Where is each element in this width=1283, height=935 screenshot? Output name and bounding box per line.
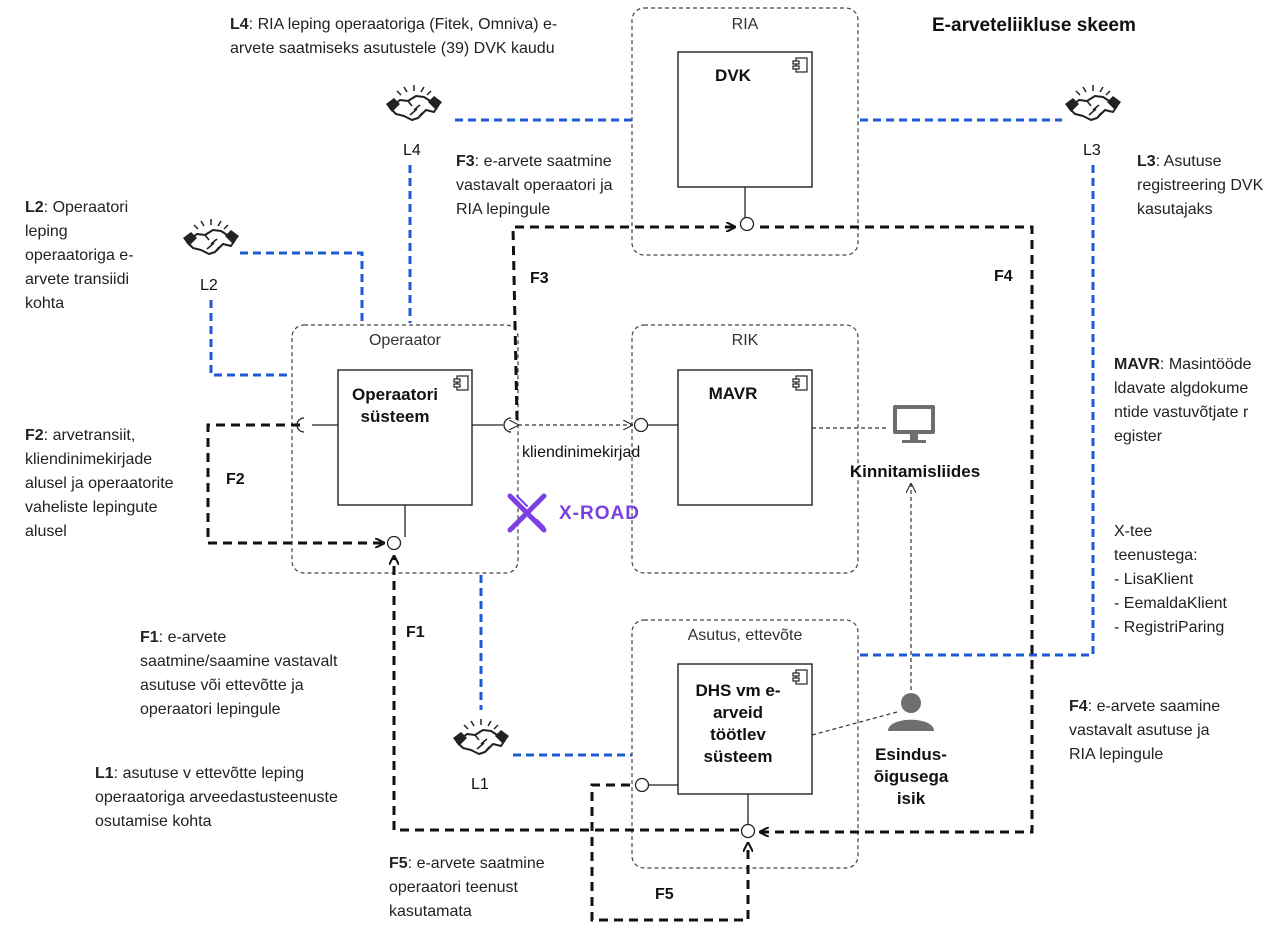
dvk-component: [677, 51, 813, 188]
kinnitamisliides-label: Kinnitamisliides: [849, 462, 981, 481]
f2-label: F2: [226, 471, 245, 488]
interface-sockets: [296, 216, 756, 839]
f1-label: F1: [406, 624, 425, 641]
handshake-icon: [1064, 84, 1122, 121]
mavr-component: [677, 369, 813, 506]
f5-label: F5: [655, 886, 674, 903]
group-asutus-box: [631, 619, 859, 869]
dependency-lines: [518, 425, 911, 736]
f5-flow-a: [590, 783, 748, 922]
dhs-component: [677, 663, 813, 795]
operaator-socket-left: [296, 417, 305, 433]
note-l2: L2: Operaatori leping operaatoriga e-arv…: [25, 199, 134, 312]
xroad-label: X-ROAD: [559, 503, 640, 524]
esindus-to-dhs: [811, 711, 898, 736]
dhs-interface-left: [634, 777, 650, 793]
group-rik-box: [631, 324, 859, 574]
note-f1: F1: e-arvete saatmine/saamine vastavalt …: [140, 629, 338, 718]
xtee-item-eemaldaklient: - EemaldaKlient: [1114, 595, 1227, 612]
dhs-label: DHS vm e- arveid töötlev süsteem: [695, 681, 781, 766]
interface-lines: [312, 187, 749, 825]
dvk-interface: [739, 216, 755, 232]
f4-label: F4: [994, 268, 1013, 285]
diagram-title: E-arveteliikluse skeem: [932, 15, 1136, 36]
note-xtee: X-tee teenustega: - LisaKlient - Eemalda…: [1114, 520, 1254, 640]
f4-flow: [760, 225, 1034, 832]
kliendinimekirjad-label: kliendinimekirjad: [522, 444, 641, 461]
note-l3: L3: Asutuse registreering DVK kasutajaks: [1137, 153, 1264, 218]
f2-flow: [206, 423, 384, 543]
operaatori-susteem-component: [337, 369, 473, 506]
operaator-socket-right: [503, 417, 512, 433]
handshake-icon: [452, 718, 510, 755]
group-operaator-box: [291, 324, 519, 574]
handshake-icon: [182, 218, 240, 255]
esindusoigusega-isik-label: Esindus- õigusega isik: [873, 745, 949, 808]
l2-line-bottom: [209, 300, 290, 377]
dhs-interface-bottom: [740, 823, 756, 839]
l4-label: L4: [403, 142, 421, 159]
monitor-icon: [893, 405, 935, 443]
mavr-interface: [633, 417, 649, 433]
note-f5: F5: e-arvete saatmine operaatori teenust…: [389, 855, 545, 920]
xroad-logo-icon: [507, 493, 547, 533]
note-f3: F3: e-arvete saatmine vastavalt operaato…: [456, 153, 613, 218]
operaator-interface-bottom: [386, 535, 402, 551]
operaatori-susteem-label: Operaatori süsteem: [352, 385, 438, 426]
l2-label: L2: [200, 277, 218, 294]
note-mavr: MAVR: Masintöödeldavate algdokumentide v…: [1114, 356, 1252, 445]
dvk-label: DVK: [715, 66, 751, 85]
note-f4: F4: e-arvete saamine vastavalt asutuse j…: [1069, 698, 1221, 763]
group-rik-label: RIK: [731, 332, 759, 349]
group-ria-box: [631, 7, 859, 256]
note-l1: L1: asutuse v ettevõtte leping operaator…: [95, 765, 338, 830]
mavr-label: MAVR: [708, 384, 758, 403]
f3-flow: [511, 227, 735, 421]
agreement-lines: [209, 118, 1095, 757]
l3-label: L3: [1083, 142, 1101, 159]
l3-line-to-asutus: [860, 165, 1095, 657]
f1-flow: [394, 556, 739, 832]
group-ria-label: RIA: [731, 16, 759, 33]
note-f2: F2: arvetransiit, kliendinimekirjade alu…: [25, 427, 174, 540]
xtee-item-lisaklient: - LisaKlient: [1114, 571, 1194, 588]
f3-label: F3: [530, 270, 549, 287]
group-operaator-label: Operaator: [368, 332, 442, 349]
l1-label: L1: [471, 776, 489, 793]
group-asutus-label: Asutus, ettevõte: [687, 627, 803, 644]
flow-lines: [206, 225, 1034, 922]
handshake-icon: [385, 84, 443, 121]
xtee-item-registriparing: - RegistriParing: [1114, 619, 1225, 636]
person-icon: [888, 693, 934, 731]
note-l4: L4: RIA leping operaatoriga (Fitek, Omni…: [230, 16, 558, 57]
l2-line-top: [240, 251, 364, 323]
